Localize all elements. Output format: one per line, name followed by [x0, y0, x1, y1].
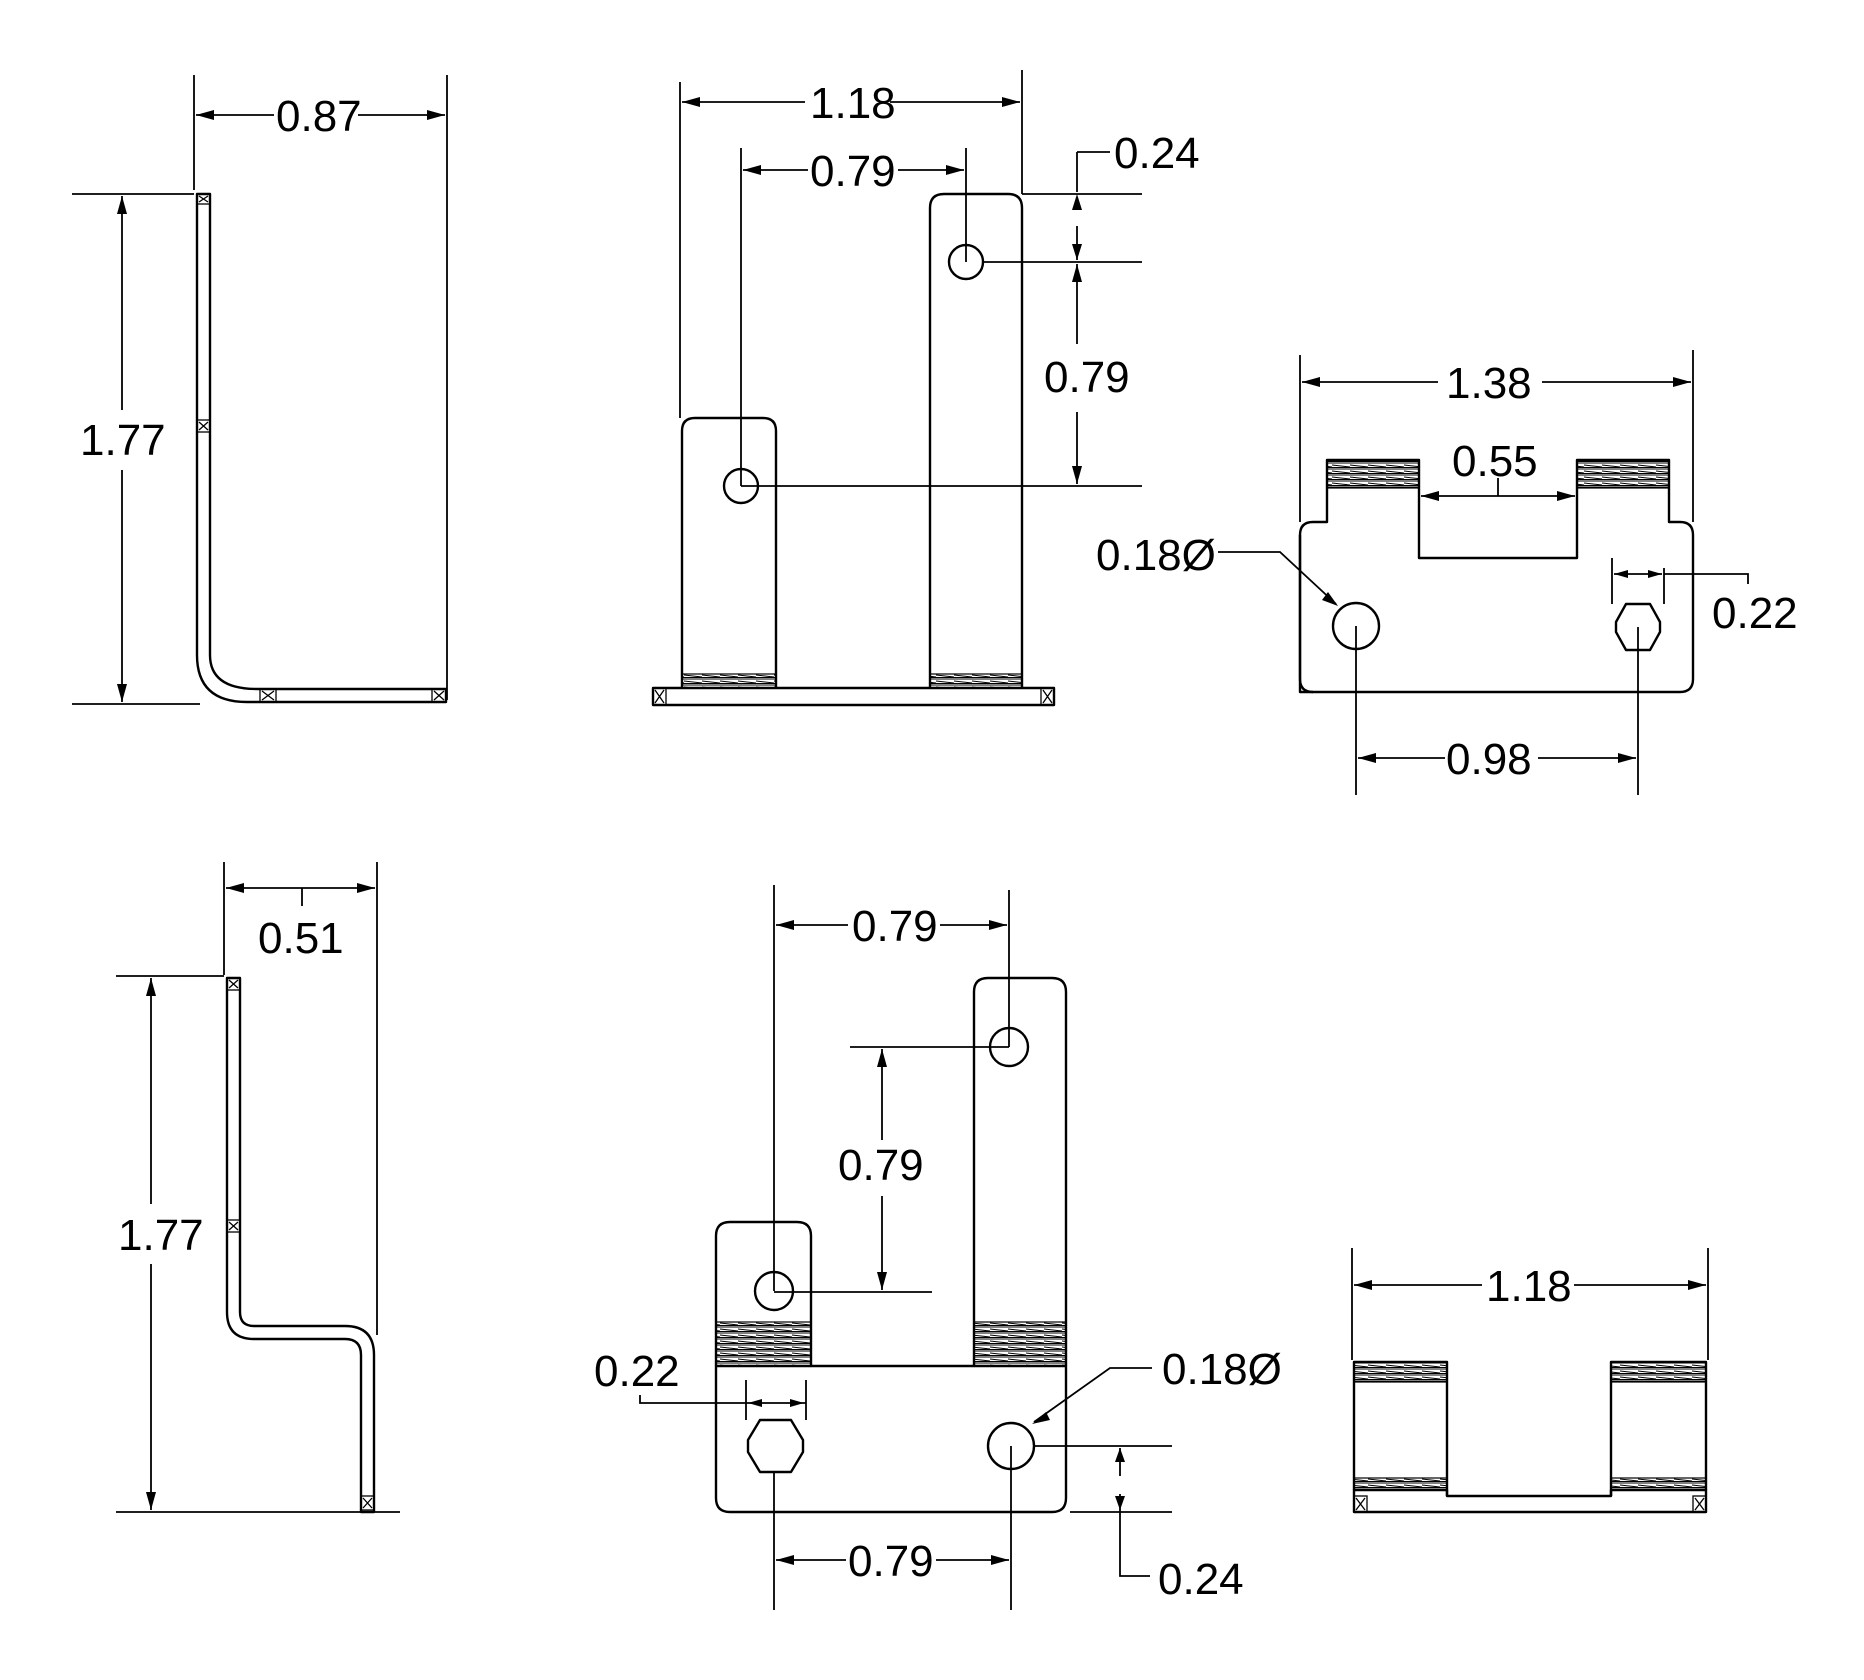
front-top-hole-spacing-label: 0.79	[810, 147, 896, 196]
base-top-outline	[1298, 458, 1695, 694]
front-bottom-hex-hole	[746, 1418, 805, 1474]
front-bottom-hex-label: 0.22	[594, 1347, 680, 1396]
front-bottom-edge-label: 0.24	[1158, 1555, 1244, 1604]
side-view-top: 0.87 1.77	[72, 75, 448, 705]
side-bottom-width-label: 0.51	[258, 914, 344, 963]
side-top-width-label: 0.87	[276, 92, 362, 141]
front-top-tall-tab	[928, 192, 1024, 688]
end-bottom-outline	[1352, 1488, 1708, 1514]
end-bottom-coil-right-bottom	[1610, 1477, 1707, 1491]
base-view-top: 1.38 0.55 0.18Ø 0.22 0.98	[1096, 350, 1798, 795]
front-top-short-tab	[680, 416, 778, 688]
end-bottom-coil-left-top	[1353, 1361, 1448, 1383]
side-bottom-hatch-marks	[226, 977, 375, 1511]
side-profile-bottom	[225, 976, 376, 1514]
base-top-spacing-label: 0.98	[1446, 735, 1532, 784]
base-top-hole-callout: 0.18Ø	[1096, 531, 1216, 580]
side-profile-top	[195, 192, 448, 704]
side-top-height-label: 1.77	[80, 416, 166, 465]
side-bottom-height-label: 1.77	[118, 1211, 204, 1260]
side-view-bottom: 0.51 1.77	[116, 862, 400, 1514]
front-top-vertical-spacing-label: 0.79	[1044, 353, 1130, 402]
front-top-coil-right	[929, 673, 1023, 689]
front-top-width-label: 1.18	[810, 79, 896, 128]
base-top-hex-hole	[1614, 602, 1662, 652]
front-bottom-vertical-spacing-label: 0.79	[838, 1141, 924, 1190]
end-view-bottom: 1.18	[1351, 1248, 1709, 1514]
front-bottom-top-spacing-label: 0.79	[852, 902, 938, 951]
base-top-coil-right	[1576, 459, 1670, 489]
front-top-coil-left	[681, 673, 777, 689]
front-top-base-plate	[651, 686, 1056, 707]
front-bottom-coil-left	[715, 1321, 812, 1367]
base-top-coil-left	[1326, 459, 1420, 489]
end-bottom-coil-left-bottom	[1353, 1477, 1448, 1491]
front-bottom-bottom-spacing-label: 0.79	[848, 1537, 934, 1586]
front-view-top: 1.18 0.79 0.24 0.79	[651, 70, 1200, 707]
end-bottom-coil-right-top	[1610, 1361, 1707, 1383]
front-top-offset-label: 0.24	[1114, 129, 1200, 178]
base-top-slot-label: 0.55	[1452, 437, 1538, 486]
front-bottom-coil-right	[973, 1321, 1067, 1367]
end-bottom-width-label: 1.18	[1486, 1262, 1572, 1311]
front-bottom-hole-callout: 0.18Ø	[1162, 1345, 1282, 1394]
base-top-hex-label: 0.22	[1712, 589, 1798, 638]
front-view-bottom: 0.79 0.79 0.22 0.18Ø 0.79 0.24	[594, 885, 1282, 1610]
side-top-hatch-marks	[196, 193, 447, 703]
front-bottom-outline	[714, 976, 1068, 1514]
base-top-width-label: 1.38	[1446, 359, 1532, 408]
